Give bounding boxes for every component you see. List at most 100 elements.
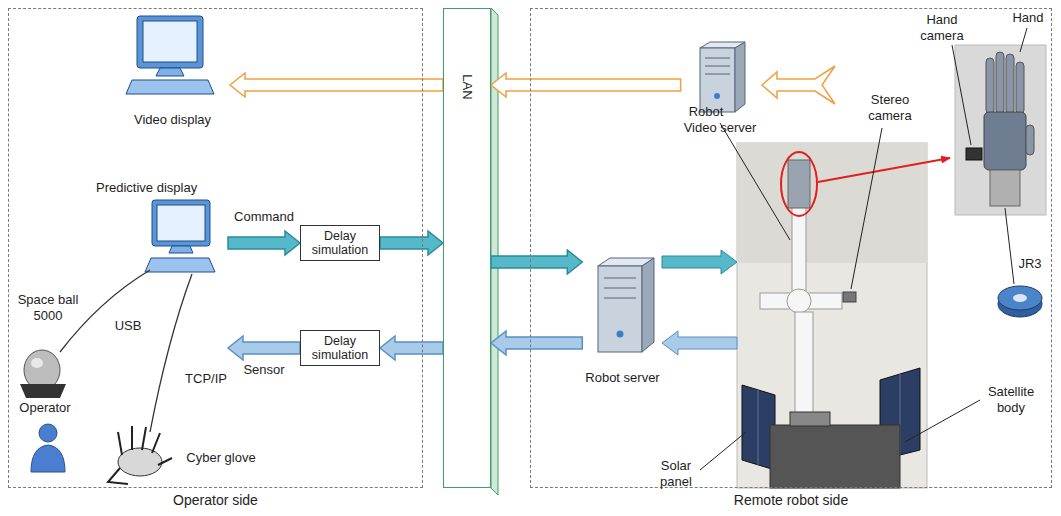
robot-photo-part (737, 143, 927, 488)
space-ball-device-part (20, 384, 66, 398)
hand-photo-part (966, 148, 982, 160)
hand-photo-part (1016, 62, 1024, 114)
server-node: Video server (681, 38, 760, 136)
space-ball-device-part (31, 358, 43, 368)
node-text: Video display (115, 112, 230, 127)
operator-icon-part (31, 445, 65, 472)
usb-cable-part (60, 270, 150, 352)
leader-line-part (952, 45, 971, 145)
leader-line-part (700, 432, 746, 470)
node-text: LAN (460, 74, 475, 99)
robot-photo-part (781, 152, 817, 216)
robot-photo-part (758, 390, 759, 465)
operator-icon (31, 424, 65, 472)
server-icon-part (598, 266, 642, 352)
process-box: Delay simulation (300, 330, 380, 366)
hand-photo-part (990, 170, 1020, 206)
node-text: Delay simulation (305, 334, 375, 363)
server-icon (700, 42, 745, 112)
node-text: Robot server (582, 370, 662, 385)
block-arrow (380, 231, 443, 255)
part-label: Hand camera (912, 12, 972, 43)
server-icon-part (617, 331, 624, 338)
node-text: Predictive display (92, 180, 228, 195)
block-arrow (491, 250, 582, 274)
part-label: JR3 (1012, 256, 1048, 272)
server-icon-part (604, 298, 636, 299)
hand-photo-part (986, 58, 994, 114)
red-arrow (818, 158, 950, 182)
computer-icon-part (152, 200, 210, 246)
robot-photo-part (787, 289, 811, 313)
server-icon-part (705, 58, 730, 59)
part-label: Robot (684, 104, 728, 120)
part-label: Operator (10, 400, 80, 416)
hand-photo-part (1026, 125, 1034, 155)
edge-label: Sensor (243, 362, 284, 377)
robot-photo (737, 143, 927, 488)
computer-node: Video display (115, 12, 230, 128)
leader-line-part (1020, 28, 1027, 52)
robot-photo-part (790, 412, 830, 426)
server-icon-part (604, 288, 636, 289)
block-arrow (230, 73, 443, 97)
computer-icon-part (143, 21, 197, 62)
server-icon-part (735, 42, 745, 112)
leader-line-part (720, 123, 790, 240)
computer-icon-part (137, 16, 203, 68)
block-arrow (228, 336, 300, 360)
node-text: Delay simulation (305, 229, 375, 258)
part-label: Satellite body (976, 384, 1046, 415)
block-arrow (491, 331, 582, 355)
region-heading: Remote robot side (531, 492, 1051, 508)
part-label: Stereo camera (858, 92, 922, 123)
block-arrow-part (662, 250, 737, 274)
cyber-glove-part (108, 426, 172, 484)
server-icon-part (700, 48, 735, 112)
part-label: USB (112, 318, 144, 334)
usb-cable (60, 270, 150, 352)
jr3-sensor-part (998, 286, 1042, 310)
part-label: Space ball 5000 (8, 292, 88, 323)
hand-photo-part (996, 52, 1004, 114)
jr3-sensor-part (1013, 294, 1027, 302)
process-box: Delay simulation (300, 225, 380, 261)
space-ball-device (20, 350, 66, 398)
hand-photo-part (984, 112, 1026, 170)
lan-band: LAN (443, 8, 491, 488)
block-arrow (491, 73, 681, 97)
computer-icon-part (156, 68, 184, 76)
block-arrow (662, 66, 835, 355)
hand-photo-part (1006, 54, 1014, 114)
operator-region: Operator sideVideo displayPredictive dis… (8, 8, 423, 488)
server-node: Robot server (582, 250, 662, 390)
robot-photo-part (843, 292, 856, 302)
tcp-cable-part (150, 274, 192, 432)
tcp-cable (150, 274, 192, 432)
part-label: Hand (1008, 10, 1048, 26)
edge-label: Command (234, 209, 294, 224)
cyber-glove-part (118, 448, 162, 476)
jr3-sensor (998, 286, 1042, 317)
leader-line-part (851, 128, 882, 289)
server-icon-part (604, 278, 636, 279)
computer-icon (126, 16, 214, 94)
leader-line (700, 28, 1027, 470)
computer-icon-part (157, 205, 205, 241)
region-heading: Operator side (9, 492, 422, 508)
leader-line-part (905, 400, 980, 442)
server-icon-part (714, 93, 720, 99)
robot-photo-part (792, 205, 806, 300)
robot-photo-part (770, 425, 900, 488)
server-icon-part (705, 74, 730, 75)
block-arrow-part (762, 66, 835, 104)
computer-icon-part (126, 80, 214, 94)
robot-photo-part (737, 143, 927, 263)
robot-region: Remote robot sideVideo serverRobot serve… (530, 8, 1052, 488)
robot-photo-part (795, 312, 813, 427)
node-text: Video server (681, 120, 760, 135)
block-arrow (228, 231, 300, 255)
robot-photo-part (788, 160, 810, 208)
